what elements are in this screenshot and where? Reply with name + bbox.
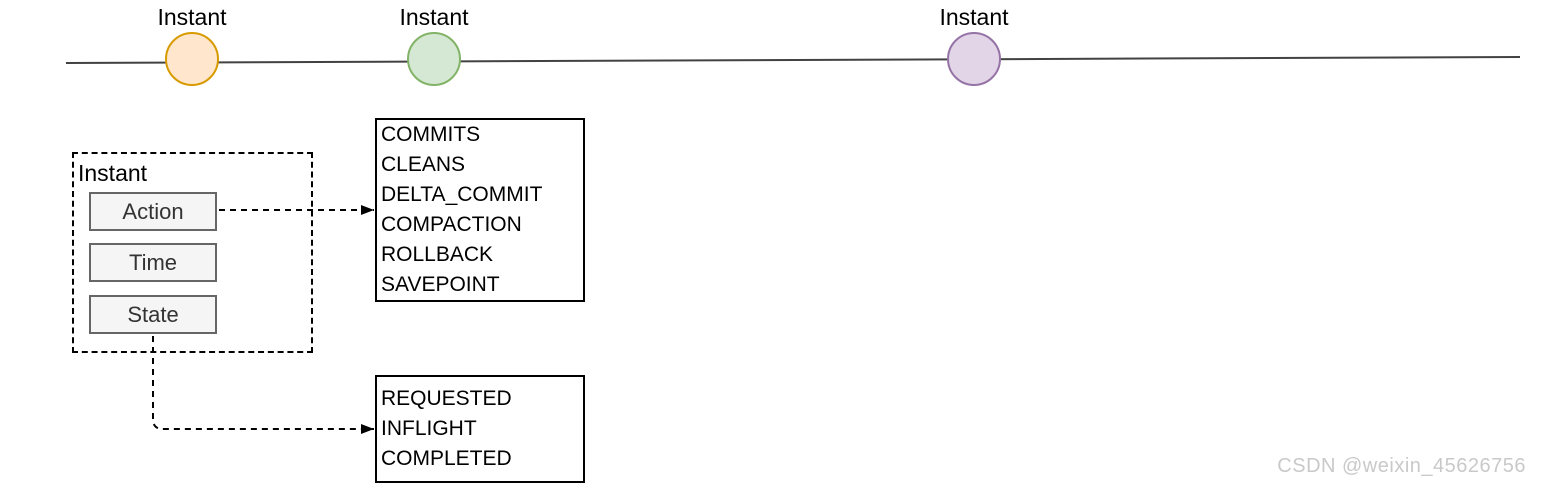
watermark-text: CSDN @weixin_45626756	[1277, 455, 1526, 477]
action-type-item: SAVEPOINT	[381, 273, 500, 296]
action-type-item: ROLLBACK	[381, 243, 494, 266]
action-type-item: COMMITS	[381, 123, 481, 146]
instant-circle-2	[407, 32, 461, 86]
instant-label-2: Instant	[399, 4, 469, 30]
action-type-item: CLEANS	[381, 153, 466, 176]
field-label-action: Action	[122, 198, 184, 224]
state-item: COMPLETED	[381, 447, 512, 470]
field-box-state: State	[89, 295, 217, 334]
instant-detail-title: Instant	[78, 160, 148, 186]
field-box-time: Time	[89, 243, 217, 282]
action-types-box: COMMITS CLEANS DELTA_COMMIT COMPACTION R…	[375, 118, 585, 302]
field-box-action: Action	[89, 192, 217, 231]
instant-detail-frame	[72, 152, 313, 353]
instant-circle-1	[165, 32, 219, 86]
timeline-line	[65, 56, 1521, 64]
state-item: INFLIGHT	[381, 417, 477, 440]
states-box: REQUESTED INFLIGHT COMPLETED	[375, 375, 585, 483]
field-label-state: State	[127, 301, 179, 327]
state-to-states-arrow	[152, 336, 374, 434]
field-label-time: Time	[128, 249, 178, 275]
instant-label-1: Instant	[157, 4, 227, 30]
action-type-item: COMPACTION	[381, 213, 522, 236]
instant-circle-3	[947, 32, 1001, 86]
state-item: REQUESTED	[381, 387, 512, 410]
action-type-item: DELTA_COMMIT	[381, 183, 543, 206]
instant-label-3: Instant	[939, 4, 1009, 30]
